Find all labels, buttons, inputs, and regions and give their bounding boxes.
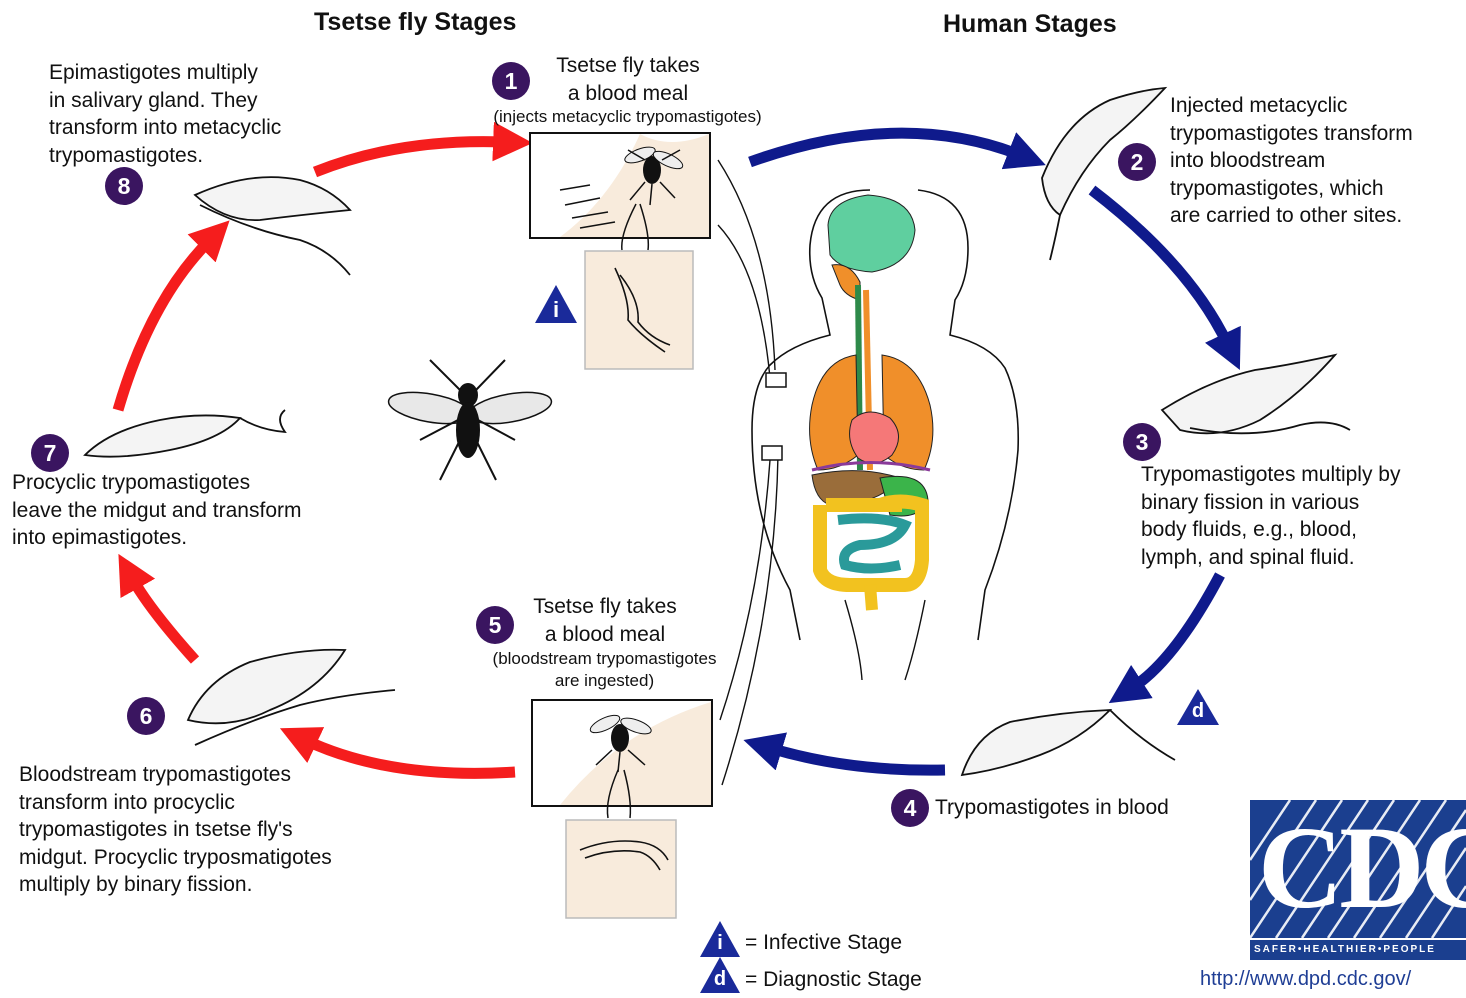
lung-left (810, 355, 858, 470)
parasite-6 (188, 650, 345, 724)
parasite-4 (962, 710, 1110, 775)
legend-diagnostic-text: = Diagnostic Stage (745, 966, 985, 994)
brain-shape (828, 195, 915, 272)
human-body (752, 190, 1018, 680)
step-badge-1: 1 (492, 62, 530, 100)
parasite-7 (85, 415, 240, 456)
diagnostic-stage-marker-icon: d (1177, 689, 1219, 725)
cdc-logo: CDC (1250, 800, 1466, 938)
step-badge-3: 3 (1123, 423, 1161, 461)
legend-infective-text: = Infective Stage (745, 929, 985, 957)
legend-infective-icon: i (700, 921, 740, 957)
infective-stage-marker-icon: i (535, 285, 577, 323)
heart-shape (850, 412, 899, 463)
step-5-subtext: (bloodstream trypomastigotes are ingeste… (462, 648, 747, 692)
arrow-6-to-7 (132, 578, 195, 660)
step-badge-8: 8 (105, 167, 143, 205)
arrow-7-to-8 (118, 240, 210, 410)
arrow-3-to-4 (1132, 575, 1220, 688)
step-badge-6: 6 (127, 697, 165, 735)
step-5-text: Tsetse fly takes a blood meal (505, 593, 705, 648)
parasite-3 (1162, 355, 1335, 433)
bite-inset-bottom (532, 700, 712, 918)
heading-tsetse-stages: Tsetse fly Stages (314, 8, 516, 37)
step-1-subtext: (injects metacyclic trypomastigotes) (450, 106, 805, 128)
arrow-8-to-1 (315, 142, 505, 172)
step-1-text: Tsetse fly takes a blood meal (528, 52, 728, 107)
step-6-text: Bloodstream trypomastigotes transform in… (19, 761, 399, 899)
bite-inset-top (530, 133, 710, 369)
legend-diagnostic-icon: d (700, 957, 740, 993)
step-badge-2: 2 (1118, 143, 1156, 181)
step-4-text: Trypomastigotes in blood (935, 794, 1235, 822)
step-8-text: Epimastigotes multiply in salivary gland… (49, 59, 339, 169)
step-7-text: Procyclic trypomastigotes leave the midg… (12, 469, 372, 552)
tsetse-fly-illustration (386, 360, 554, 480)
cdc-tagline: SAFER•HEALTHIER•PEOPLE (1250, 940, 1466, 960)
cdc-url-link[interactable]: http://www.dpd.cdc.gov/ (1200, 968, 1411, 991)
small-intestine-shape (838, 518, 905, 568)
parasite-inset-top (585, 251, 693, 369)
arrow-4-to-5 (770, 748, 945, 770)
step-badge-4: 4 (891, 789, 929, 827)
step-2-text: Injected metacyclic trypomastigotes tran… (1170, 92, 1466, 230)
heading-human-stages: Human Stages (943, 10, 1117, 39)
arrow-1-to-2 (750, 133, 1020, 162)
cdc-logo-text: CDC (1258, 806, 1466, 930)
step-3-text: Trypomastigotes multiply by binary fissi… (1141, 461, 1466, 571)
step-badge-7: 7 (31, 434, 69, 472)
